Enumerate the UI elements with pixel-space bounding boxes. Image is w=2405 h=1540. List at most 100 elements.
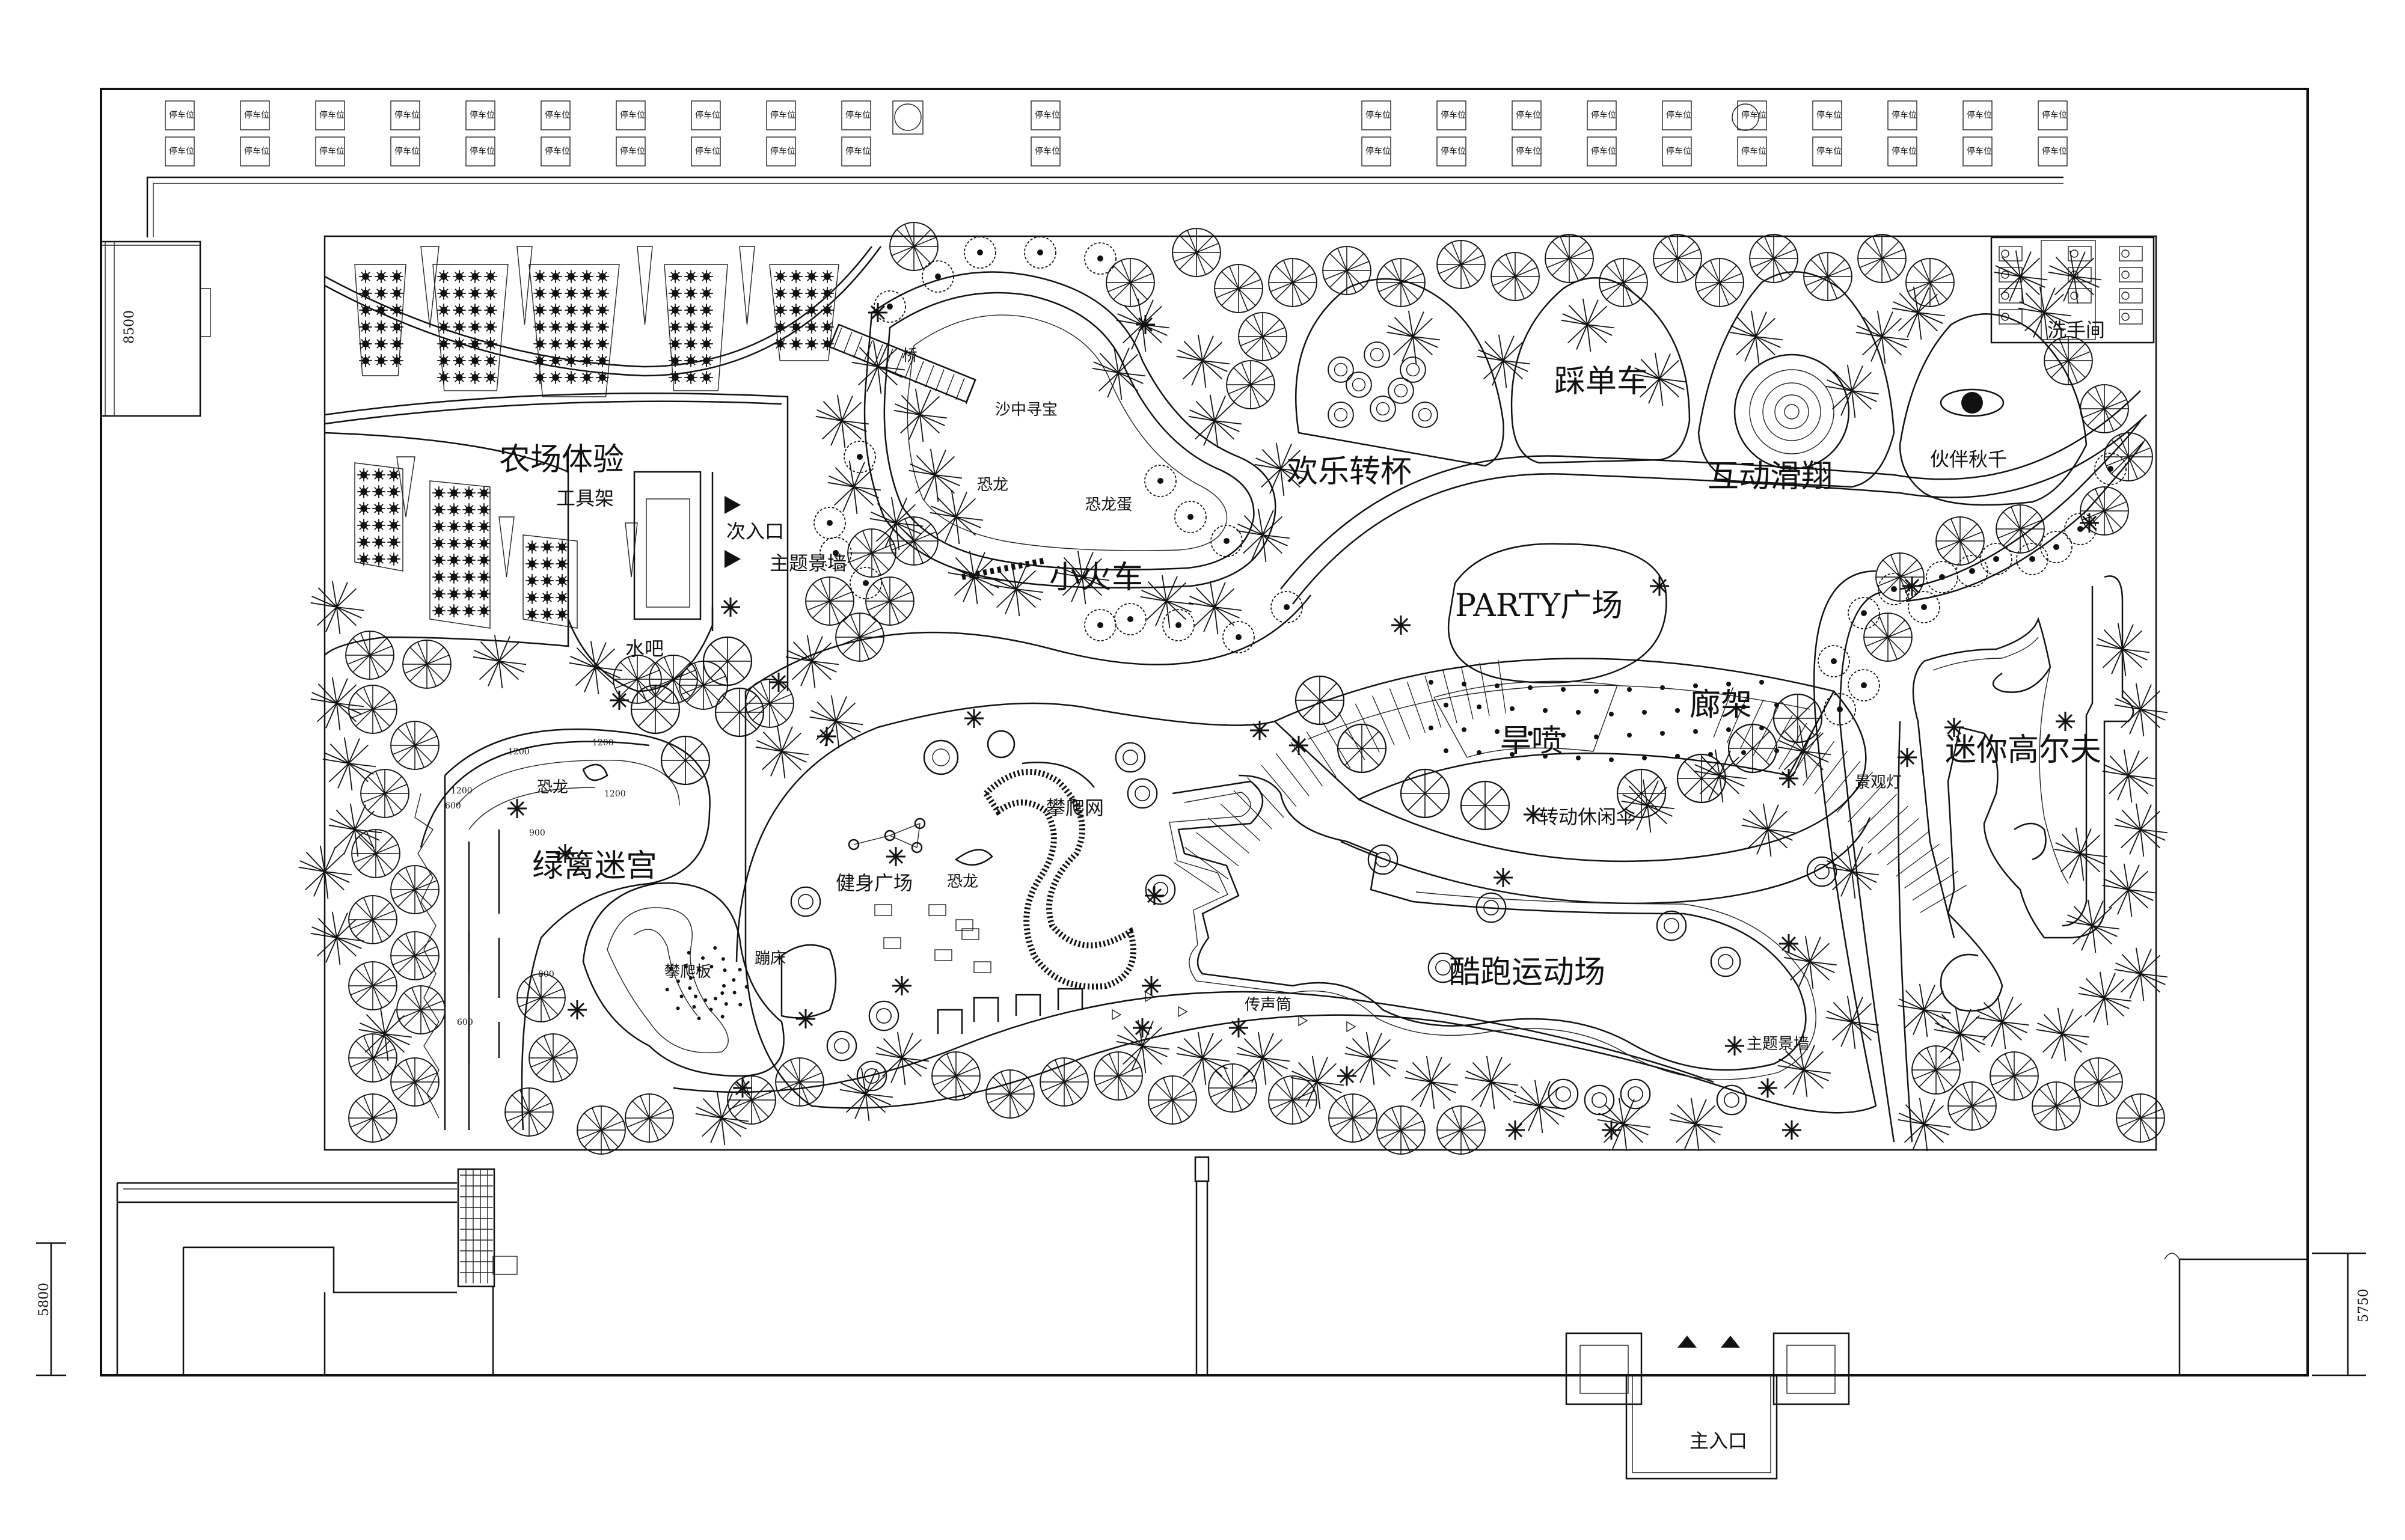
plant-icon <box>564 320 578 334</box>
parking-stall: 停车位 <box>541 136 571 167</box>
svg-text:停车位: 停车位 <box>1516 146 1541 156</box>
plant-icon <box>525 590 539 605</box>
tree-canopy-icon <box>1933 1007 1988 1062</box>
plant-icon <box>374 337 388 351</box>
plant-icon <box>462 503 476 517</box>
label-train: 小火车 <box>1049 560 1143 596</box>
plant-icon <box>564 370 578 385</box>
parking-stall: 停车位 <box>841 136 871 167</box>
plant-icon <box>437 303 451 317</box>
plant-icon <box>804 286 819 301</box>
tree-canopy-icon <box>1653 234 1702 283</box>
svg-text:1200: 1200 <box>592 738 614 748</box>
tree-canopy-icon <box>2080 486 2129 536</box>
shrub-icon <box>1162 609 1195 641</box>
tree-canopy-icon <box>1947 1081 1997 1131</box>
plant-icon <box>468 303 482 317</box>
tree-canopy-icon <box>2104 432 2153 481</box>
plant-icon <box>483 337 498 351</box>
tree-canopy-icon <box>785 634 839 689</box>
label-pedal-car: 踩单车 <box>1554 364 1648 400</box>
parking-stall: 停车位 <box>691 100 721 130</box>
parking-stall: 停车位 <box>616 136 646 167</box>
tree-canopy-icon <box>1376 1105 1426 1155</box>
tree-canopy-icon <box>577 1105 626 1155</box>
plant-icon <box>477 519 491 534</box>
plant-icon <box>773 337 788 351</box>
plant-icon <box>580 337 594 351</box>
label-pergola: 廊架 <box>1690 687 1752 723</box>
plant-icon <box>699 353 714 368</box>
plant-icon <box>462 519 476 534</box>
tree-canopy-icon <box>348 961 397 1010</box>
plant-icon <box>699 286 714 301</box>
plant-icon <box>773 269 788 284</box>
plant-icon <box>374 320 388 334</box>
label-theme-wall-2: 主题景墙 <box>1747 1035 1809 1053</box>
plant-icon <box>390 286 404 301</box>
plant-icon <box>372 468 386 482</box>
plant-icon <box>387 552 401 566</box>
plant-icon <box>789 286 803 301</box>
parking-stall: 停车位 <box>315 136 345 167</box>
plant-icon <box>468 370 482 385</box>
shrub-icon <box>1024 236 1056 269</box>
palm-asterisk-icon <box>2054 710 2076 732</box>
plant-icon <box>564 269 578 284</box>
plant-icon <box>432 603 446 618</box>
umbrella-icon <box>1400 768 1450 819</box>
svg-text:停车位: 停车位 <box>620 110 645 120</box>
plant-icon <box>684 353 698 368</box>
tree-canopy-icon <box>1741 802 1795 857</box>
label-minigolf: 迷你高尔夫 <box>1945 732 2101 768</box>
plant-icon <box>374 269 388 284</box>
tree-canopy-icon <box>348 1033 397 1083</box>
plant-icon <box>358 303 373 317</box>
palm-asterisk-icon <box>1724 1035 1745 1057</box>
plant-icon <box>555 607 569 622</box>
tree-canopy-icon <box>1322 246 1371 295</box>
parking-stall: 停车位 <box>1512 100 1542 130</box>
tree-canopy-icon <box>1094 1051 1143 1101</box>
tree-canopy-icon <box>396 985 446 1034</box>
label-parkour: 酷跑运动场 <box>1449 955 1605 991</box>
parking-stall: 停车位 <box>691 136 721 167</box>
plant-icon <box>390 269 404 284</box>
label-dino-fit: 恐龙 <box>947 873 978 891</box>
plant-icon <box>580 286 594 301</box>
tree-canopy-icon <box>1214 264 1263 313</box>
label-bar: 水吧 <box>625 637 664 660</box>
svg-text:停车位: 停车位 <box>1741 146 1766 156</box>
plant-icon <box>357 518 371 533</box>
svg-text:停车位: 停车位 <box>244 110 269 120</box>
parking-stall: 停车位 <box>240 100 270 130</box>
plant-icon <box>447 587 461 601</box>
tree-canopy-icon <box>745 679 794 728</box>
svg-text:停车位: 停车位 <box>2042 146 2067 156</box>
svg-text:1200: 1200 <box>451 786 473 796</box>
tree-canopy-icon <box>1187 580 1242 635</box>
voice-tubes <box>937 988 1356 1034</box>
plant-icon <box>477 603 491 618</box>
label-voice-tube: 传声筒 <box>1245 996 1291 1014</box>
plant-icon <box>357 484 371 499</box>
plant-icon <box>452 269 467 284</box>
umbrella-icon <box>1460 780 1510 831</box>
tree-canopy-icon <box>865 576 915 626</box>
plant-icon <box>555 557 569 571</box>
shrub-icon <box>1222 621 1255 653</box>
label-dino-sand: 恐龙 <box>977 476 1008 494</box>
svg-text:停车位: 停车位 <box>1591 110 1616 120</box>
tree-canopy-icon <box>1990 1051 2039 1101</box>
svg-text:800: 800 <box>538 970 554 979</box>
plant-icon <box>595 337 610 351</box>
parking-row-left: 停车位停车位停车位停车位停车位停车位停车位停车位停车位停车位停车位停车位停车位停… <box>165 100 1061 167</box>
plant-icon <box>432 536 446 551</box>
palm-asterisk-icon <box>795 1008 816 1030</box>
tree-canopy-icon <box>2074 1057 2123 1107</box>
tree-canopy-icon <box>2116 1093 2165 1143</box>
tree-canopy-icon <box>351 829 400 878</box>
plant-icon <box>820 269 835 284</box>
tree-canopy-icon <box>1695 258 1744 307</box>
